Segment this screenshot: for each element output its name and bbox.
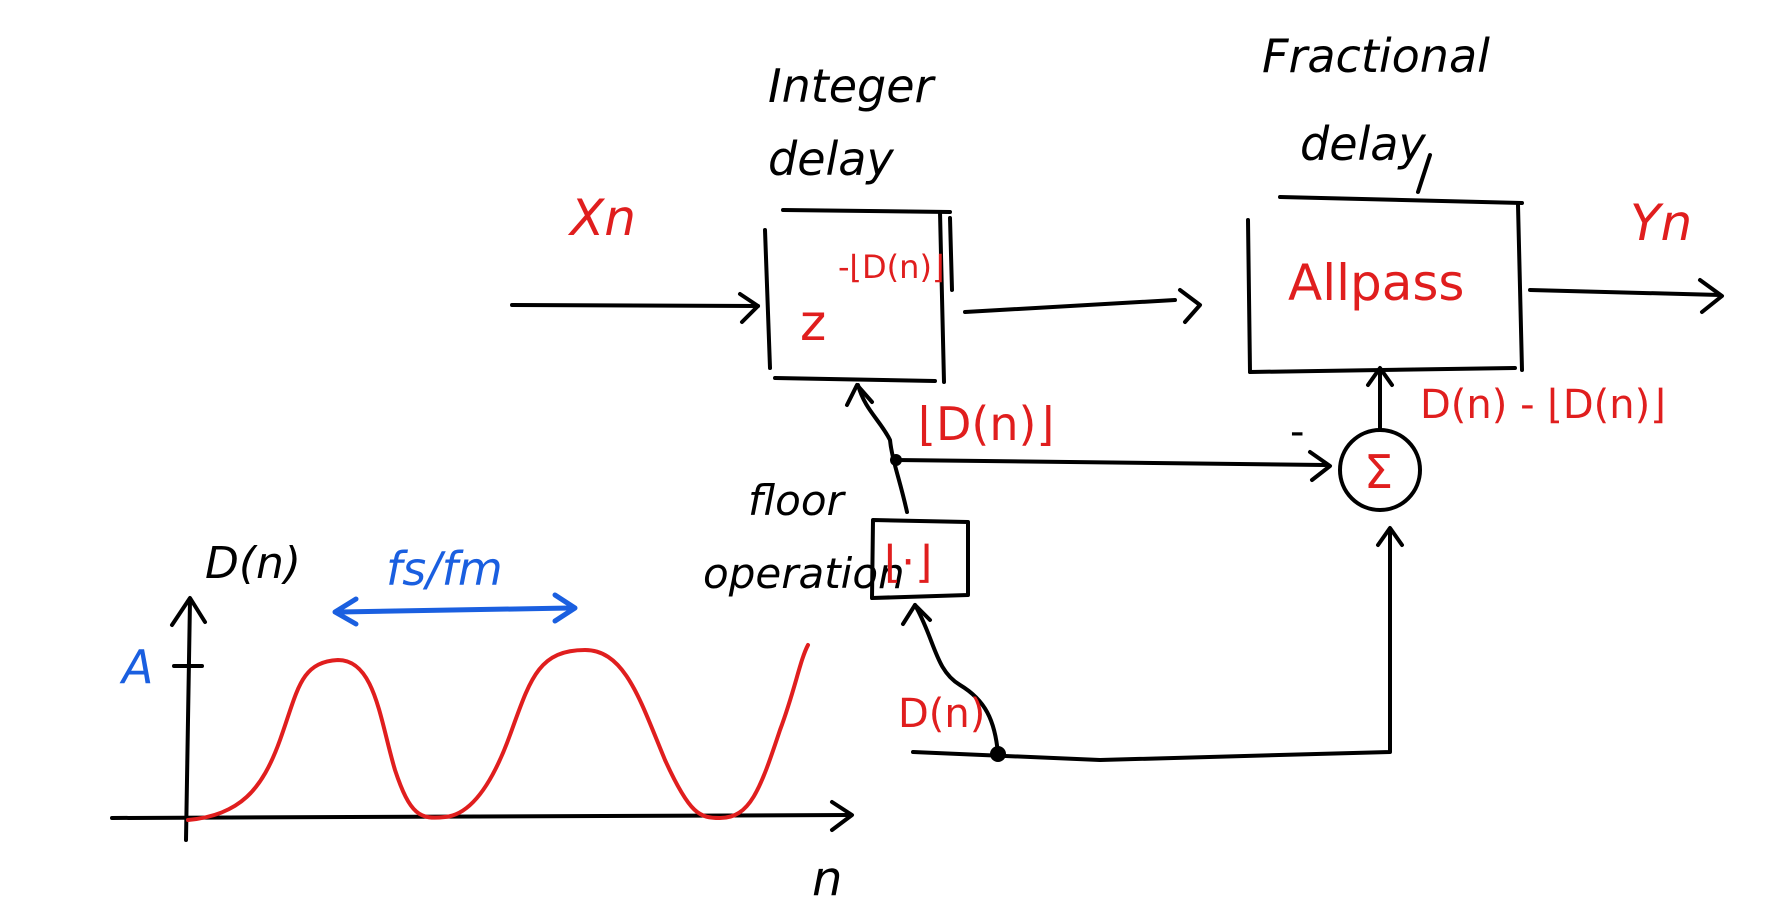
fractional-delay-box-left <box>1246 218 1252 374</box>
plot-x-axis-arrowhead <box>830 800 854 832</box>
plot-y-axis <box>184 598 192 842</box>
floor-to-integer-delay-line <box>856 383 909 514</box>
plot-x-label: n <box>812 851 842 907</box>
integer-delay-title-line2: delay <box>768 132 894 186</box>
dn-to-floor-line <box>913 603 1000 756</box>
plot-x-axis <box>110 813 852 820</box>
floor-title-line2: operation <box>703 549 905 598</box>
fractional-delay-box-top <box>1278 195 1524 205</box>
fractional-delay-box-right <box>1516 203 1524 372</box>
summer-block: Σ - D(n) - ⌊D(n)⌋ <box>1290 366 1666 512</box>
floor-output-paths: ⌊D(n)⌋ <box>845 383 1332 514</box>
dn-to-floor-arrowhead <box>901 603 932 626</box>
middle-arrow-line <box>963 298 1177 314</box>
input-arrow-head <box>738 292 760 324</box>
fractional-delay-title-line2: delay <box>1300 117 1426 171</box>
floor-to-sum-line <box>894 458 1327 467</box>
integer-delay-box-right <box>938 210 946 384</box>
integer-delay-block: Integer delay z -⌊D(n)⌋ <box>763 59 954 384</box>
input-arrow-line <box>510 303 760 308</box>
plot-y-axis-arrowhead <box>170 596 207 627</box>
dn-to-summer-arrowhead <box>1376 526 1404 547</box>
integer-delay-exponent: -⌊D(n)⌋ <box>838 248 944 286</box>
plot-delay-curve <box>186 643 810 822</box>
floor-out-label: ⌊D(n)⌋ <box>918 397 1054 451</box>
plot-amplitude-label: A <box>119 640 153 694</box>
input-label: Xn <box>567 189 636 247</box>
integer-delay-box-right-inner <box>948 216 954 292</box>
delay-input-network: D(n) <box>898 526 1404 762</box>
dn-label: D(n) <box>898 691 985 737</box>
summer-minus: - <box>1290 409 1304 455</box>
output-arrow-head <box>1698 278 1724 314</box>
output-arrow-line <box>1528 288 1722 297</box>
integer-delay-box-bottom <box>773 376 937 383</box>
summer-symbol: Σ <box>1364 445 1393 499</box>
floor-title-line1: floor <box>748 476 847 525</box>
signal-flow: Xn Yn <box>510 189 1724 324</box>
integer-delay-z: z <box>800 294 826 352</box>
fractional-delay-title-line1: Fractional <box>1262 29 1490 83</box>
output-label: Yn <box>1630 194 1692 252</box>
floor-to-sum-arrowhead <box>1308 450 1332 482</box>
integer-delay-box-top <box>781 208 952 214</box>
fractional-delay-block: Fractional delay Allpass <box>1246 29 1524 374</box>
dn-plot: D(n) n A fs/fm <box>110 538 854 907</box>
plot-period-arrow-line <box>337 605 573 615</box>
frac-control-label: D(n) - ⌊D(n)⌋ <box>1420 382 1666 428</box>
plot-period-arrow-right-head <box>552 592 578 624</box>
fractional-delay-title-pointer <box>1416 153 1432 194</box>
plot-period-label: fs/fm <box>386 542 503 596</box>
plot-period-arrow-left-head <box>332 596 359 627</box>
summer-to-allpass-arrowhead <box>1366 366 1394 387</box>
middle-arrow-head <box>1178 288 1202 324</box>
fractional-delay-allpass: Allpass <box>1288 254 1464 312</box>
integer-delay-box-left <box>763 228 772 370</box>
floor-block: floor operation ⌊·⌋ <box>703 476 970 600</box>
floor-to-integer-delay-arrowhead <box>845 383 874 407</box>
floor-content: ⌊·⌋ <box>884 537 932 588</box>
integer-delay-title-line1: Integer <box>768 59 937 113</box>
dn-bus-line <box>911 528 1392 762</box>
plot-y-label: D(n) <box>205 538 301 589</box>
floor-box <box>870 518 970 600</box>
